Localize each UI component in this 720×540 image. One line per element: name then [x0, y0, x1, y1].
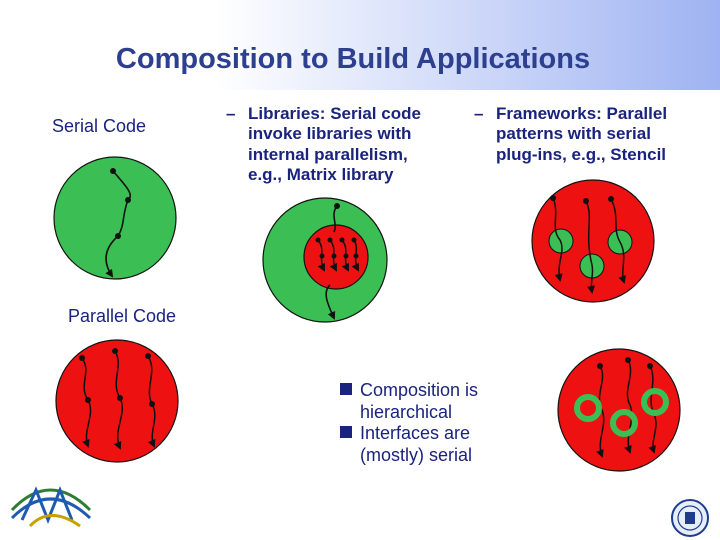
libraries-line1-rest: Serial code	[325, 104, 421, 123]
frameworks-line2: patterns with serial	[496, 124, 651, 144]
serial-circle	[53, 156, 177, 280]
header-gradient	[0, 0, 720, 90]
hierarchical-figure	[557, 348, 681, 472]
libraries-line2: invoke libraries with	[248, 124, 412, 144]
square-bullet-icon	[340, 426, 352, 439]
libraries-line3: internal parallelism,	[248, 144, 408, 164]
libraries-dash: –	[226, 104, 236, 123]
serial-code-label: Serial Code	[52, 116, 147, 136]
slide-title: Composition to Build Applications	[115, 43, 591, 75]
lab-logo	[10, 485, 92, 528]
frameworks-line1-rest: Parallel	[601, 104, 668, 123]
frameworks-bullet: – Frameworks: Parallel patterns with ser…	[474, 104, 668, 165]
frameworks-line3: plug-ins, e.g., Stencil	[496, 144, 667, 164]
square-bullet-icon	[340, 383, 352, 395]
parallel-code-figure	[55, 339, 179, 463]
libraries-term: Libraries:	[248, 104, 326, 123]
parallel-code-label: Parallel Code	[68, 306, 177, 326]
serial-thread-arrow	[105, 170, 132, 278]
serial-code-figure	[53, 156, 177, 280]
composition-line: hierarchical	[360, 401, 453, 422]
frameworks-term: Frameworks:	[496, 104, 602, 123]
library-figure	[262, 197, 388, 323]
frameworks-dash: –	[474, 104, 484, 123]
composition-line: Composition is	[360, 380, 479, 400]
university-seal-icon	[671, 499, 709, 537]
composition-bullets: Composition is hierarchical Interfaces a…	[340, 380, 478, 466]
libraries-bullet: – Libraries: Serial code invoke librarie…	[226, 104, 421, 186]
composition-item-interfaces: Interfaces are (mostly) serial	[340, 423, 478, 466]
composition-item-hierarchical: Composition is hierarchical	[340, 380, 478, 423]
libraries-line4: e.g., Matrix library	[248, 165, 394, 185]
framework-figure	[531, 179, 655, 303]
composition-line: Interfaces are	[360, 423, 471, 444]
composition-line: (mostly) serial	[360, 444, 473, 465]
